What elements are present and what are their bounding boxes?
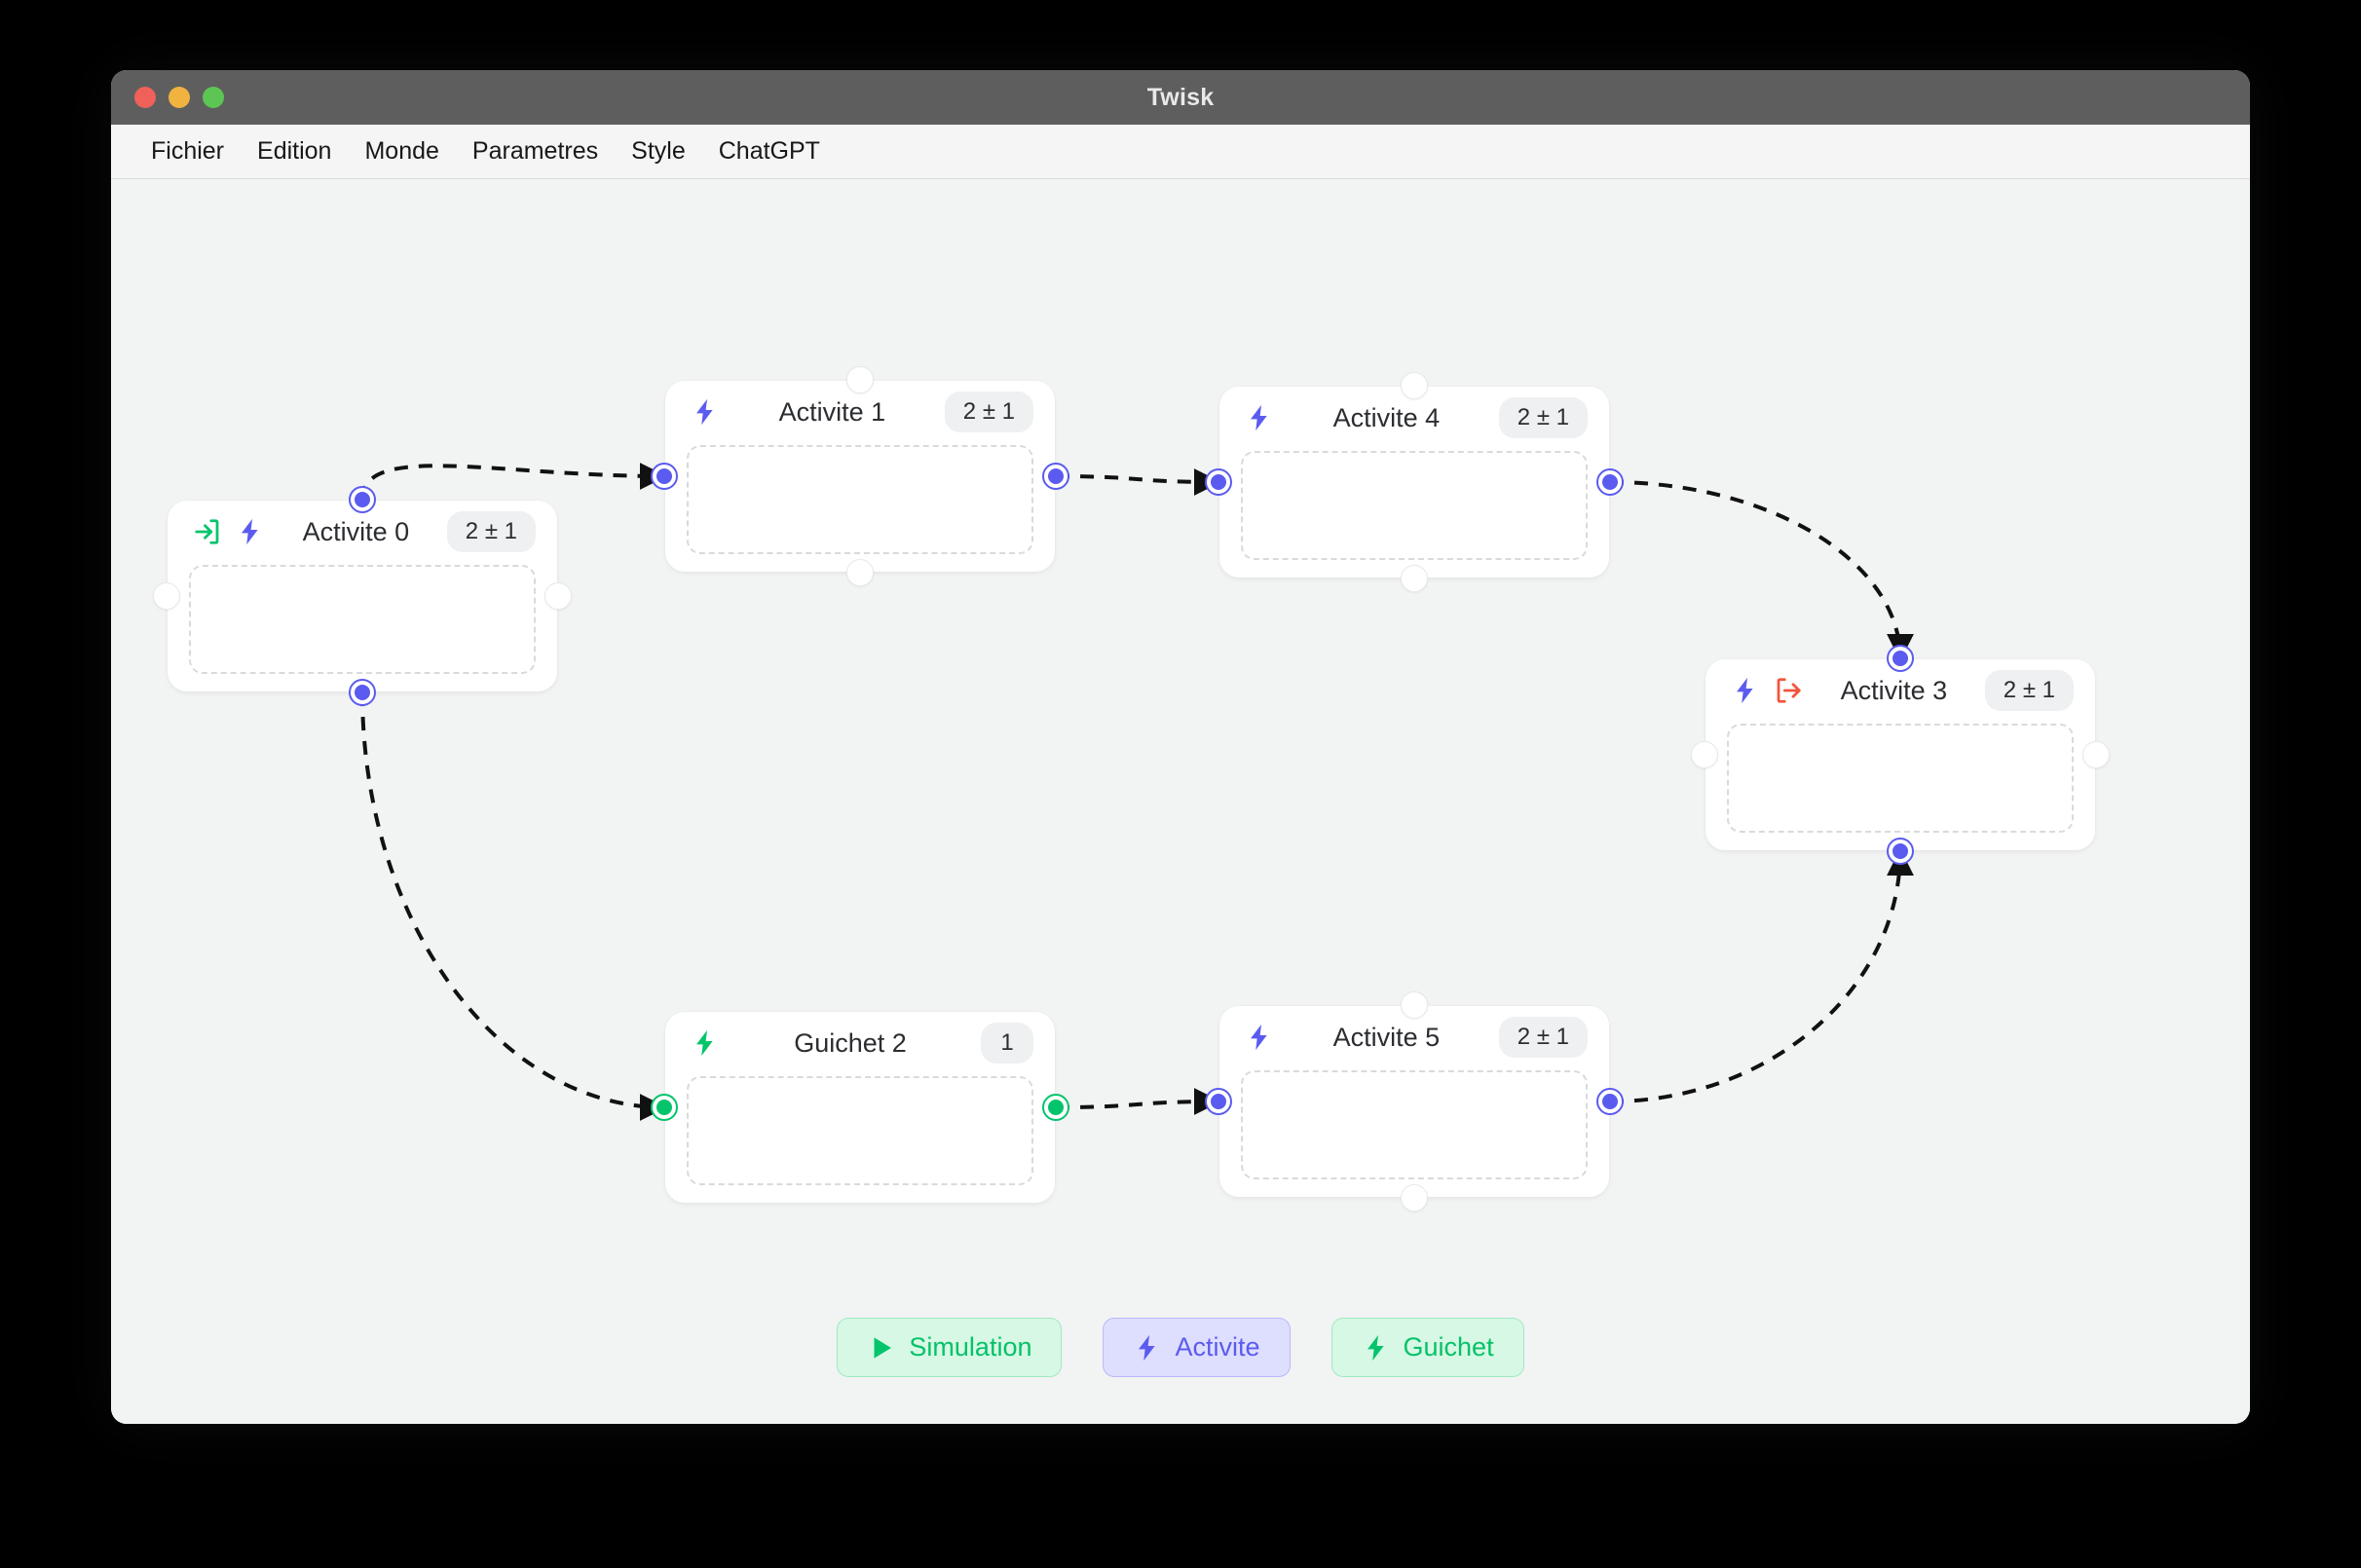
port-left-activite1[interactable] <box>651 463 678 490</box>
simulation-button[interactable]: Simulation <box>837 1318 1063 1377</box>
activite-button[interactable]: Activite <box>1103 1318 1291 1377</box>
menu-item-parametres[interactable]: Parametres <box>471 137 599 165</box>
bottom-toolbar: Simulation Activite Guichet <box>111 1318 2250 1377</box>
node-header: Activite 1 2 ± 1 <box>665 381 1055 443</box>
node-title: Activite 4 <box>1332 402 1441 432</box>
node-badge: 2 ± 1 <box>1498 397 1588 438</box>
menu-item-style[interactable]: Style <box>631 137 686 165</box>
port-left-guichet2[interactable] <box>651 1094 678 1121</box>
port-left-activite5[interactable] <box>1205 1088 1232 1115</box>
port-bottom-activite1[interactable] <box>846 559 874 586</box>
node-dropzone[interactable] <box>1241 451 1588 560</box>
node-badge: 2 ± 1 <box>944 392 1033 432</box>
node-activite1[interactable]: Activite 1 2 ± 1 <box>651 366 1069 586</box>
play-icon <box>867 1333 896 1363</box>
node-title: Activite 0 <box>302 516 410 546</box>
node-dropzone[interactable] <box>687 1076 1033 1185</box>
bolt-icon <box>691 1028 720 1058</box>
node-activite3[interactable]: Activite 3 2 ± 1 <box>1691 645 2110 865</box>
node-header: Activite 4 2 ± 1 <box>1219 387 1609 449</box>
traffic-light-buttons[interactable] <box>134 70 224 125</box>
port-right-activite1[interactable] <box>1042 463 1069 490</box>
node-title: Activite 1 <box>778 396 886 427</box>
maximize-icon[interactable] <box>203 87 224 108</box>
node-badge: 1 <box>981 1023 1033 1064</box>
node-badge: 2 ± 1 <box>446 511 536 552</box>
port-bottom-activite4[interactable] <box>1401 565 1428 592</box>
log-in-icon <box>193 517 222 546</box>
port-right-activite0[interactable] <box>544 582 572 610</box>
menu-item-monde[interactable]: Monde <box>364 137 439 165</box>
app-window: Twisk Fichier Edition Monde Parametres Style… <box>111 70 2250 1424</box>
node-header: Activite 0 2 ± 1 <box>168 501 557 563</box>
node-activite5[interactable]: Activite 5 2 ± 1 <box>1205 991 1624 1212</box>
menu-bar: Fichier Edition Monde Parametres Style ChatGP… <box>111 125 2250 179</box>
diagram-canvas[interactable]: Activite 0 2 ± 1 Activite 1 2 ± 1 Guichet 2 1… <box>111 179 2250 1424</box>
port-right-activite4[interactable] <box>1596 468 1624 496</box>
edge-guichet2-to-activite5[interactable] <box>1055 1088 1221 1116</box>
node-dropzone[interactable] <box>1727 724 2074 833</box>
bolt-icon <box>236 517 265 546</box>
port-top-activite0[interactable] <box>349 486 376 513</box>
bolt-icon <box>1133 1333 1162 1363</box>
edge-activite4-to-activite3[interactable] <box>1609 480 1914 661</box>
minimize-icon[interactable] <box>169 87 190 108</box>
button-label: Activite <box>1175 1332 1260 1362</box>
edge-activite5-to-activite3[interactable] <box>1609 848 1914 1103</box>
node-dropzone[interactable] <box>687 445 1033 554</box>
node-header: Activite 3 2 ± 1 <box>1705 659 2095 722</box>
window-titlebar: Twisk <box>111 70 2250 125</box>
log-out-icon <box>1774 676 1803 705</box>
edge-activite0-to-activite1[interactable] <box>360 462 667 501</box>
bolt-icon <box>691 397 720 427</box>
port-left-activite4[interactable] <box>1205 468 1232 496</box>
port-top-activite1[interactable] <box>846 366 874 393</box>
port-left-activite0[interactable] <box>153 582 180 610</box>
port-bottom-activite5[interactable] <box>1401 1184 1428 1212</box>
node-title: Activite 3 <box>1840 675 1948 705</box>
node-title: Guichet 2 <box>794 1027 907 1058</box>
port-right-activite5[interactable] <box>1596 1088 1624 1115</box>
port-bottom-activite3[interactable] <box>1887 838 1914 865</box>
node-badge: 2 ± 1 <box>1984 670 2074 711</box>
close-icon[interactable] <box>134 87 156 108</box>
bolt-icon <box>1245 1023 1274 1052</box>
node-guichet2[interactable]: Guichet 2 1 <box>651 1012 1069 1203</box>
guichet-button[interactable]: Guichet <box>1330 1318 1524 1377</box>
bolt-icon <box>1245 403 1274 432</box>
node-badge: 2 ± 1 <box>1498 1017 1588 1058</box>
button-label: Guichet <box>1403 1332 1494 1362</box>
edge-activite0-to-guichet2[interactable] <box>360 691 667 1121</box>
node-header: Activite 5 2 ± 1 <box>1219 1006 1609 1068</box>
port-bottom-activite0[interactable] <box>349 679 376 706</box>
menu-item-edition[interactable]: Edition <box>257 137 332 165</box>
menu-item-chatgpt[interactable]: ChatGPT <box>718 137 820 165</box>
port-right-activite3[interactable] <box>2082 741 2110 768</box>
window-title: Twisk <box>1146 83 1215 111</box>
node-title: Activite 5 <box>1332 1022 1441 1052</box>
menu-item-fichier[interactable]: Fichier <box>151 137 225 165</box>
edge-activite1-to-activite4[interactable] <box>1055 467 1221 496</box>
node-dropzone[interactable] <box>1241 1070 1588 1179</box>
node-header: Guichet 2 1 <box>665 1012 1055 1074</box>
port-right-guichet2[interactable] <box>1042 1094 1069 1121</box>
node-dropzone[interactable] <box>189 565 536 674</box>
port-top-activite4[interactable] <box>1401 372 1428 399</box>
button-label: Simulation <box>909 1332 1032 1362</box>
node-activite0[interactable]: Activite 0 2 ± 1 <box>153 486 572 706</box>
node-activite4[interactable]: Activite 4 2 ± 1 <box>1205 372 1624 592</box>
bolt-icon <box>1362 1333 1391 1363</box>
port-left-activite3[interactable] <box>1691 741 1718 768</box>
port-top-activite5[interactable] <box>1401 991 1428 1019</box>
bolt-icon <box>1731 676 1760 705</box>
port-top-activite3[interactable] <box>1887 645 1914 672</box>
